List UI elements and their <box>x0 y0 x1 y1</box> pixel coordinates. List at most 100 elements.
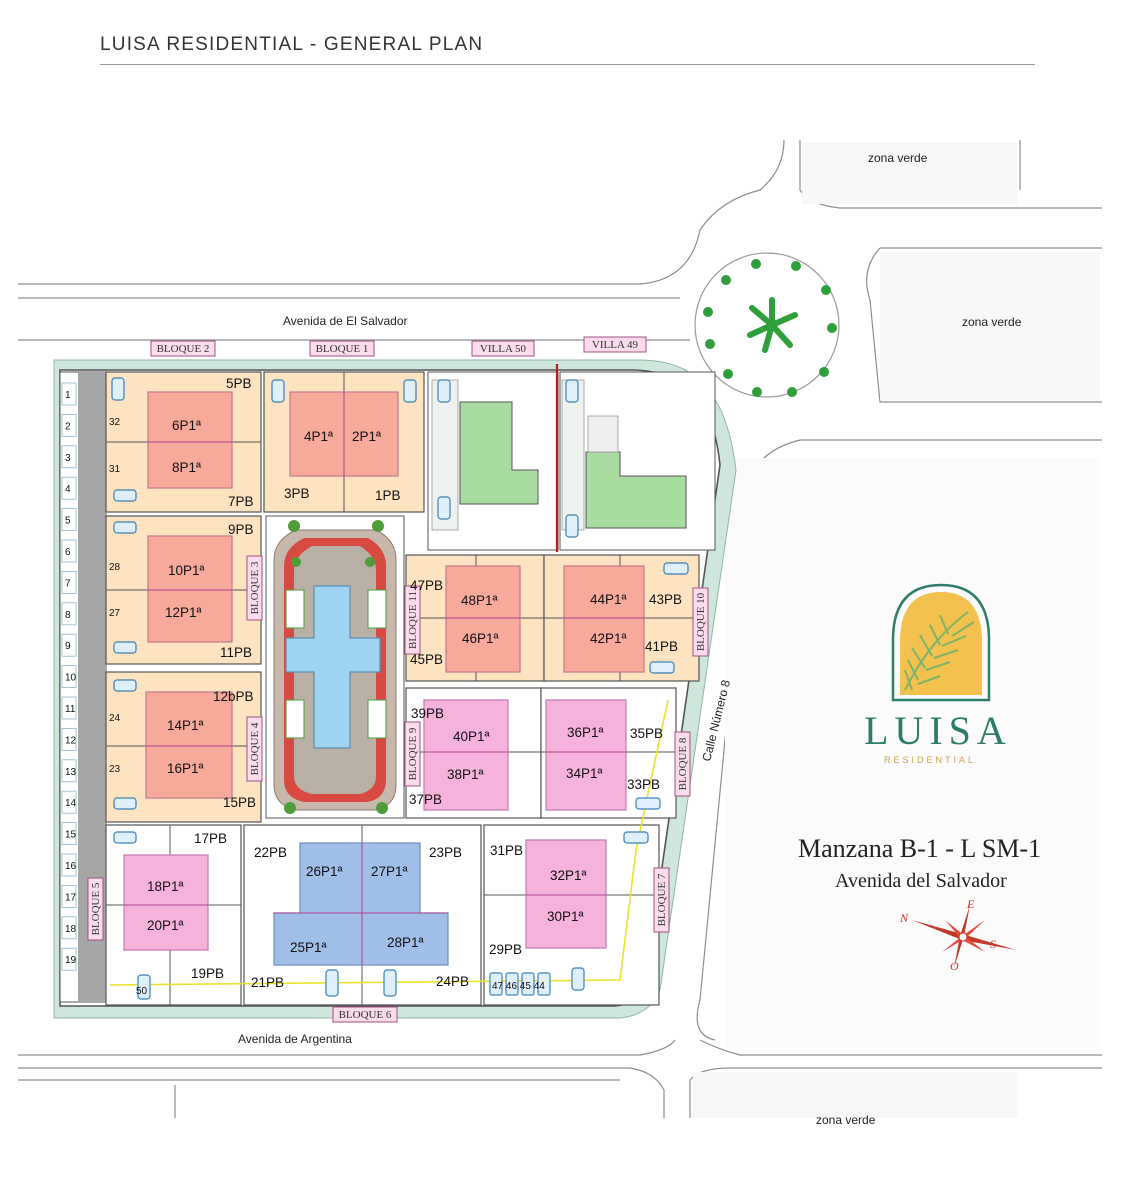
compass-e: E <box>966 897 975 911</box>
parking-space <box>61 947 77 971</box>
palm-icons <box>703 259 837 397</box>
parking-space <box>61 696 77 720</box>
unit-3pb: 3PB <box>284 486 310 501</box>
parking-space-number: 10 <box>65 673 77 684</box>
unit-31pb: 31PB <box>490 843 523 858</box>
compass-n: N <box>899 911 909 925</box>
house-dividers <box>124 392 644 965</box>
compass-s: S <box>990 937 996 951</box>
unit-27p1: 27P1ª <box>371 864 409 879</box>
unit-36p1: 36P1ª <box>567 725 605 740</box>
parking-space-number: 16 <box>65 861 77 872</box>
unit-5pb: 5PB <box>226 376 252 391</box>
info-manzana: Manzana B-1 - L SM-1 <box>798 834 1041 863</box>
parking-space <box>61 539 77 563</box>
parking-space <box>61 382 77 406</box>
walkway <box>109 699 669 986</box>
parking-space <box>61 759 77 783</box>
tag-villa-49: VILLA 49 <box>592 339 639 351</box>
info-avenida: Avenida del Salvador <box>835 870 1007 892</box>
parking-bottom-row: 47 46 45 44 <box>492 981 545 992</box>
tag-bloque-4: BLOQUE 4 <box>249 722 261 775</box>
unit-33pb: 33PB <box>627 777 660 792</box>
parking-space-number: 7 <box>65 578 71 589</box>
unit-34p1: 34P1ª <box>566 766 604 781</box>
parking-space-number: 1 <box>65 390 71 401</box>
parking-space <box>61 571 77 594</box>
unit-25p1: 25P1ª <box>290 940 328 955</box>
green-zone-top <box>802 142 1017 204</box>
unit-labels: 5PB 6P1ª 8P1ª 7PB 4P1ª 2P1ª 3PB 1PB 9PB … <box>147 376 682 990</box>
unit-11pb: 11PB <box>220 645 252 660</box>
unit-12bpb: 12bPB <box>213 689 254 704</box>
tag-bloque-6: BLOQUE 6 <box>339 1009 392 1021</box>
zone-top: zona verde <box>868 151 928 165</box>
parking-32: 32 <box>109 417 121 428</box>
zone-right: zona verde <box>962 315 1022 329</box>
parking-space-number: 15 <box>65 830 77 841</box>
unit-8p1: 8P1ª <box>172 460 202 475</box>
unit-12p1: 12P1ª <box>165 605 203 620</box>
unit-14p1: 14P1ª <box>167 718 205 733</box>
compass-rose-icon: N E S O <box>899 897 1016 973</box>
parking-space <box>61 508 77 532</box>
green-zone-bottom <box>693 1072 1018 1118</box>
unit-10p1: 10P1ª <box>168 563 206 578</box>
parking-24: 24 <box>109 713 121 724</box>
parking-space-number: 19 <box>65 955 77 966</box>
roundabout <box>694 252 840 398</box>
parking-space-number: 12 <box>65 735 77 746</box>
parking-space <box>61 633 77 657</box>
parking-space <box>61 728 77 751</box>
tag-bloque-3: BLOQUE 3 <box>249 561 261 614</box>
unit-16p1: 16P1ª <box>167 761 205 776</box>
parking-31: 31 <box>109 464 121 475</box>
unit-30p1: 30P1ª <box>547 909 585 924</box>
pool <box>285 585 381 749</box>
parking-space-number: 18 <box>65 924 77 935</box>
logo-name: LUISA <box>864 708 1012 753</box>
parking-space <box>61 822 77 845</box>
tag-bloque-1: BLOQUE 1 <box>316 343 369 355</box>
pink-houses <box>123 699 627 951</box>
parking-space-number: 2 <box>65 421 71 432</box>
parking-23: 23 <box>109 764 121 775</box>
parking-space <box>61 790 77 814</box>
unit-40p1: 40P1ª <box>453 729 491 744</box>
villa-49-plot <box>559 371 716 551</box>
unit-7pb: 7PB <box>228 494 254 509</box>
parking-50: 50 <box>136 986 148 997</box>
parking-space-number: 14 <box>65 798 77 809</box>
parking-space-number: 3 <box>65 453 71 464</box>
unit-42p1: 42P1ª <box>590 631 628 646</box>
unit-2p1: 2P1ª <box>352 429 382 444</box>
unit-21pb: 21PB <box>251 975 284 990</box>
parking-space <box>61 665 77 688</box>
tag-bloque-9: BLOQUE 9 <box>407 727 419 780</box>
page-title: LUISA RESIDENTIAL - GENERAL PLAN <box>100 34 484 55</box>
parking-space-number: 9 <box>65 641 71 652</box>
unit-23pb: 23PB <box>429 845 462 860</box>
unit-1pb: 1PB <box>375 488 401 503</box>
parking-space <box>61 413 77 437</box>
unit-44p1: 44P1ª <box>590 592 628 607</box>
street-top: Avenida de El Salvador <box>283 314 408 328</box>
zone-bottom: zona verde <box>816 1113 876 1127</box>
unit-4p1: 4P1ª <box>304 429 334 444</box>
parking-numbers: 32 31 28 27 24 23 50 47 46 45 44 <box>109 417 545 997</box>
parking-space-number: 5 <box>65 516 71 527</box>
parking-space-number: 4 <box>65 484 71 495</box>
parking-space-number: 13 <box>65 767 77 778</box>
parking-space <box>61 853 77 877</box>
tag-bloque-2: BLOQUE 2 <box>157 343 210 355</box>
tag-bloque-10: BLOQUE 10 <box>695 592 707 651</box>
parking-space-number: 11 <box>65 704 76 715</box>
street-bottom: Avenida de Argentina <box>238 1032 352 1046</box>
tag-villa-50: VILLA 50 <box>480 343 527 355</box>
page-header: LUISA RESIDENTIAL - GENERAL PLAN <box>100 34 1035 65</box>
unit-19pb: 19PB <box>191 966 224 981</box>
unit-9pb: 9PB <box>228 522 254 537</box>
tag-bloque-7: BLOQUE 7 <box>656 873 668 926</box>
